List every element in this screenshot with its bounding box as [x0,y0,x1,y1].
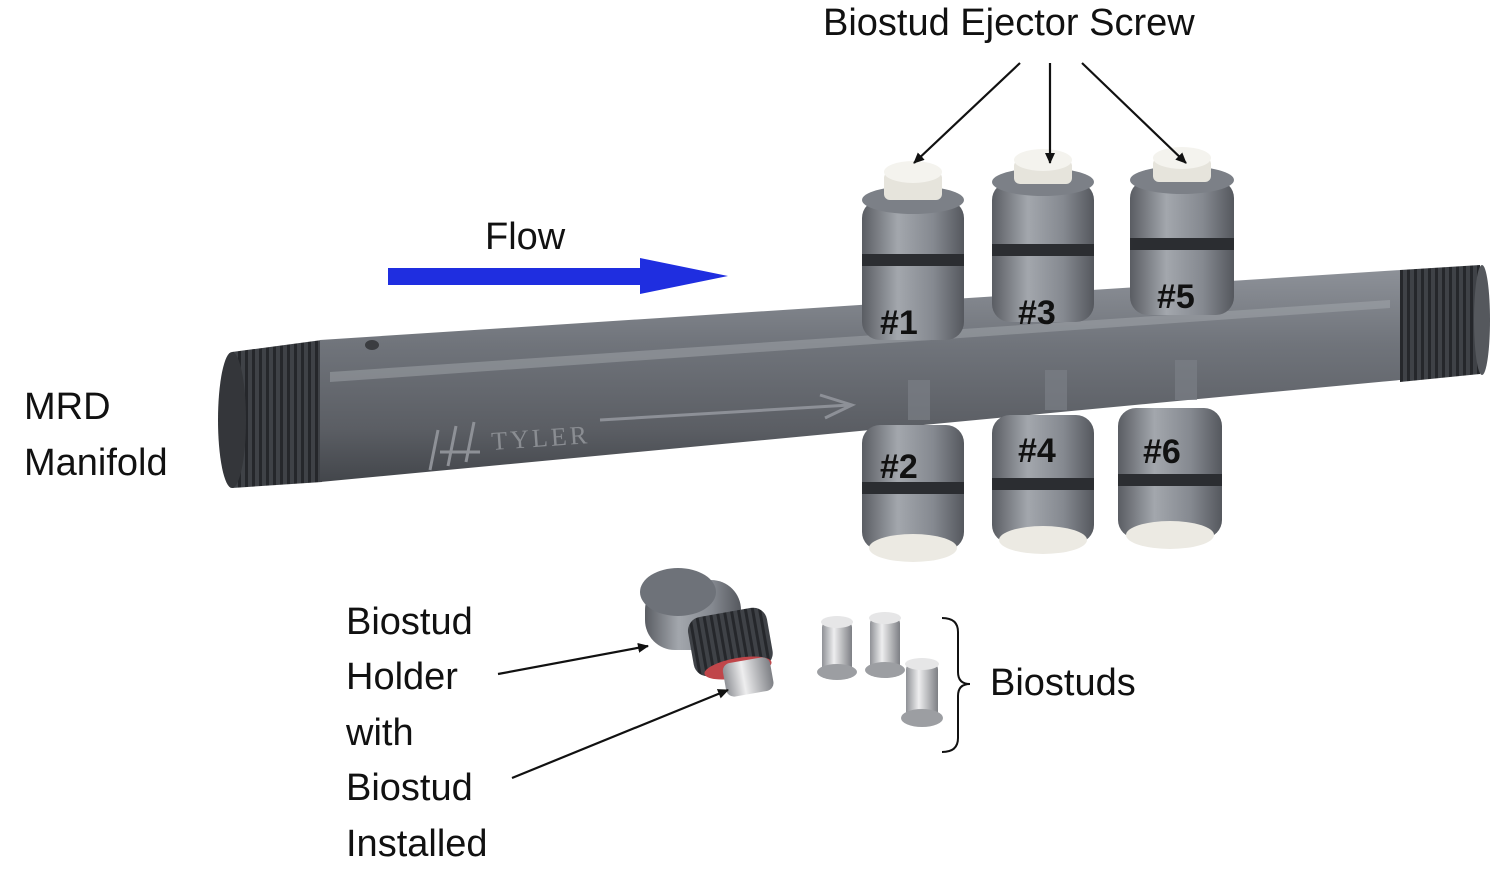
ejector-cap [1014,149,1072,171]
manifold-pipe: TYLER [218,265,1490,488]
port-bottom-2 [862,425,964,562]
holder-label-line2: Holder [346,656,458,698]
port-label-5: #5 [1157,278,1195,316]
biostuds-brace [941,617,971,753]
holder-leader-arrows [497,642,729,780]
biostuds-label: Biostuds [990,662,1136,704]
flow-arrow [388,258,728,294]
biostud-2 [865,612,905,678]
pipe-body [320,270,1400,482]
engraving-3 [1175,360,1197,400]
right-thread [1400,265,1480,382]
left-pipe-end [218,352,246,488]
holder-label-line1: Biostud [346,601,473,643]
brand-text: TYLER [490,420,591,456]
port-top-1 [862,161,964,340]
ejector-leader-arrows [913,62,1187,164]
brand-logo: TYLER [428,420,591,471]
flow-label: Flow [485,216,566,258]
port-label-3: #3 [1018,294,1056,332]
port-top-5 [1130,147,1234,315]
manifold-label-line2: Manifold [24,442,168,484]
engraving-2 [1045,370,1067,410]
biostud-1 [817,616,857,680]
biostud-holder [640,568,774,697]
pipe-highlight [330,300,1390,382]
pipe-pin [365,340,379,350]
ejector-screw-label: Biostud Ejector Screw [823,2,1195,44]
port-label-6: #6 [1143,433,1181,471]
biostud-3 [901,658,943,727]
port-bottom-6 [1118,408,1222,549]
port-label-1: #1 [880,304,918,342]
right-pipe-end [1474,265,1490,375]
manifold-label-line1: MRD [24,386,111,428]
holder-label-line5: Installed [346,823,488,865]
left-thread [232,340,322,488]
pipe-etched-arrow [599,393,857,422]
engraving-1 [908,380,930,420]
holder-label-line3: with [346,712,414,754]
ejector-cap [884,161,942,183]
holder-label-line4: Biostud [346,767,473,809]
port-top-3 [992,149,1094,322]
port-label-2: #2 [880,448,918,486]
port-bottom-4 [992,415,1094,554]
port-label-4: #4 [1018,432,1056,470]
